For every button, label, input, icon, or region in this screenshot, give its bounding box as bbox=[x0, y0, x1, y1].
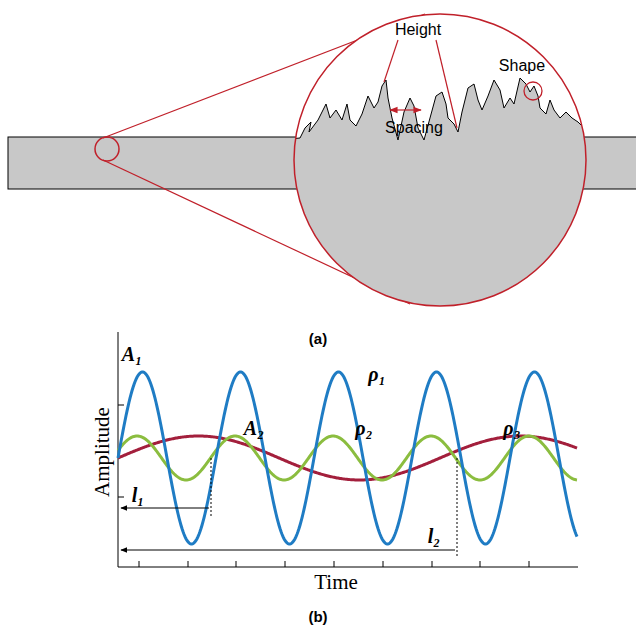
rough-surface bbox=[280, 78, 600, 320]
panel-label: (b) bbox=[308, 609, 327, 624]
axis-title: Amplitude bbox=[92, 407, 113, 497]
shape-marker bbox=[524, 82, 542, 100]
chart-axes bbox=[118, 332, 578, 567]
curve-label: ρ₁ bbox=[368, 364, 385, 384]
spacing-arrow bbox=[390, 109, 421, 110]
amplitude-label: A₁ bbox=[122, 344, 142, 364]
panel-label: (a) bbox=[309, 331, 327, 346]
amplitude-label: A₂ bbox=[244, 418, 264, 438]
dimension-line bbox=[121, 458, 457, 558]
wave-rho1 bbox=[118, 372, 577, 544]
axis-title: Time bbox=[314, 572, 358, 593]
dimension-label: l₂ bbox=[428, 526, 441, 546]
zoom-circle bbox=[294, 14, 586, 306]
leader-line bbox=[436, 40, 457, 128]
curve-label: ρ₂ bbox=[355, 418, 372, 438]
zoom-spot bbox=[95, 137, 119, 161]
part-label: Height bbox=[395, 22, 441, 38]
part-label: Shape bbox=[499, 58, 545, 74]
leader-line bbox=[384, 40, 398, 82]
dimension-label: l₁ bbox=[132, 485, 145, 505]
part-label: Spacing bbox=[385, 120, 443, 136]
curve-label: ρ₃ bbox=[503, 418, 520, 438]
